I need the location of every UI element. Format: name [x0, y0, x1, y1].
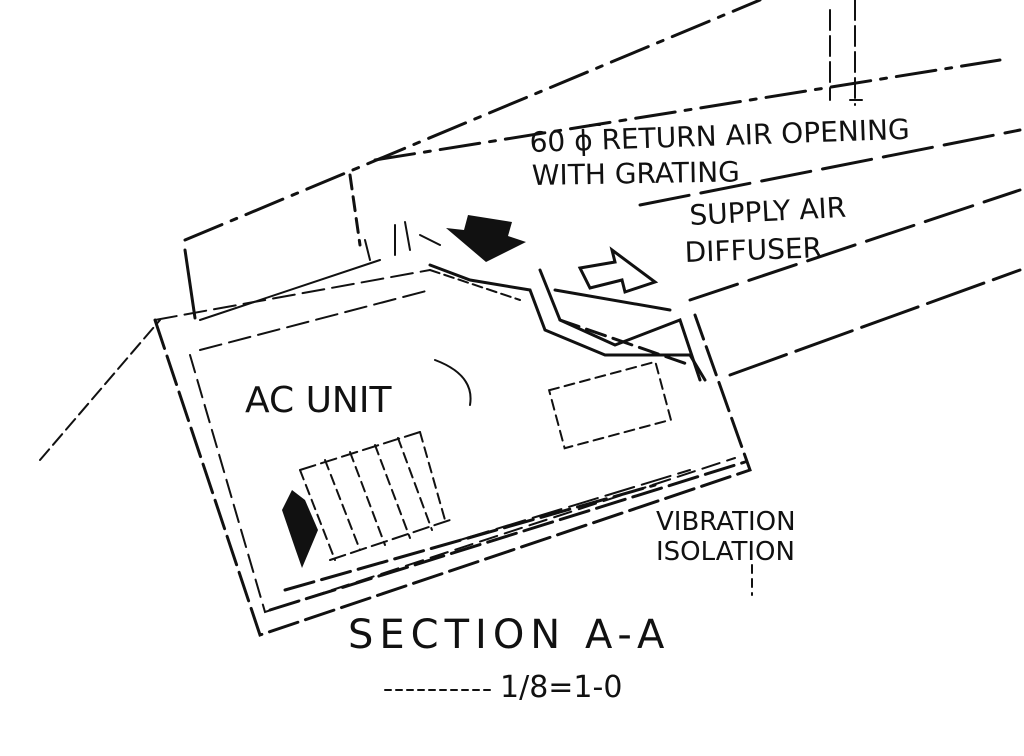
return-air-label-line2: WITH GRATING — [532, 155, 741, 192]
ac-internal-components — [299, 359, 691, 561]
unit-airflow-arrow-icon — [282, 490, 318, 568]
supply-air-label-line1: SUPPLY AIR — [689, 191, 847, 232]
roof-structure — [183, 0, 1022, 377]
return-air-grating — [364, 221, 441, 261]
return-air-label-line1: 60 ϕ RETURN AIR OPENING — [529, 113, 910, 159]
vibration-label-line2: ISOLATION — [656, 537, 795, 567]
section-title: SECTION A-A — [348, 612, 670, 658]
roof-slope-line — [39, 319, 161, 461]
vibration-isolation-base — [268, 460, 747, 612]
vibration-label-line1: VIBRATION — [656, 507, 796, 537]
scale-label: 1/8=1-0 — [500, 670, 622, 705]
supply-air-arrow-icon — [577, 246, 659, 294]
return-air-arrow-icon — [446, 215, 526, 262]
supply-air-label-line2: DIFFUSER — [684, 231, 823, 269]
supply-air-channel — [553, 288, 692, 367]
return-air-duct — [428, 263, 707, 382]
ac-unit-housing — [153, 269, 752, 637]
ac-unit-label: AC UNIT — [245, 380, 392, 421]
coil-fins — [299, 431, 451, 561]
